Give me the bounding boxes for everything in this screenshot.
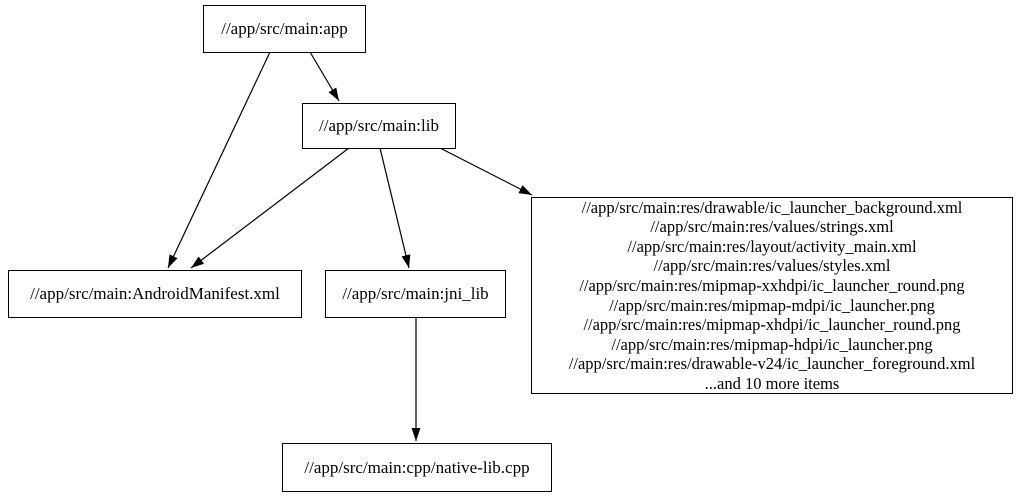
edge-lib-to-jnilib	[379, 147, 411, 269]
edge-app-to-androidmanifest	[167, 51, 271, 269]
node-app-target: //app/src/main:app	[203, 5, 366, 53]
resource-item: //app/src/main:res/values/styles.xml	[653, 256, 891, 276]
resource-items-overflow: ...and 10 more items	[704, 373, 840, 393]
node-androidmanifest-target: //app/src/main:AndroidManifest.xml	[8, 270, 302, 318]
edge-app-to-lib	[309, 51, 340, 102]
node-jnilib-target: //app/src/main:jni_lib	[325, 270, 506, 318]
node-lib-label: //app/src/main:lib	[319, 116, 439, 135]
resource-item: //app/src/main:res/drawable/ic_launcher_…	[581, 197, 963, 217]
resource-item: //app/src/main:res/mipmap-xxhdpi/ic_laun…	[579, 275, 965, 295]
node-androidmanifest-label: //app/src/main:AndroidManifest.xml	[30, 284, 280, 303]
resource-item: //app/src/main:res/layout/activity_main.…	[627, 236, 917, 256]
node-nativelib-cpp-target: //app/src/main:cpp/native-lib.cpp	[282, 443, 552, 492]
node-app-label: //app/src/main:app	[221, 19, 348, 38]
resource-item: //app/src/main:res/mipmap-mdpi/ic_launch…	[609, 295, 935, 315]
edge-lib-to-androidmanifest	[190, 147, 350, 269]
node-lib-target: //app/src/main:lib	[302, 103, 456, 149]
node-nativelib-cpp-label: //app/src/main:cpp/native-lib.cpp	[304, 457, 530, 477]
resource-item: //app/src/main:res/mipmap-xhdpi/ic_launc…	[583, 315, 961, 335]
resource-item: //app/src/main:res/values/strings.xml	[650, 217, 894, 237]
node-jnilib-label: //app/src/main:jni_lib	[342, 284, 489, 303]
resource-item: //app/src/main:res/drawable-v24/ic_launc…	[568, 354, 976, 374]
node-resources-group: //app/src/main:res/drawable/ic_launcher_…	[531, 197, 1013, 394]
resource-item: //app/src/main:res/mipmap-hdpi/ic_launch…	[611, 334, 933, 354]
edge-lib-to-resources	[439, 147, 533, 196]
